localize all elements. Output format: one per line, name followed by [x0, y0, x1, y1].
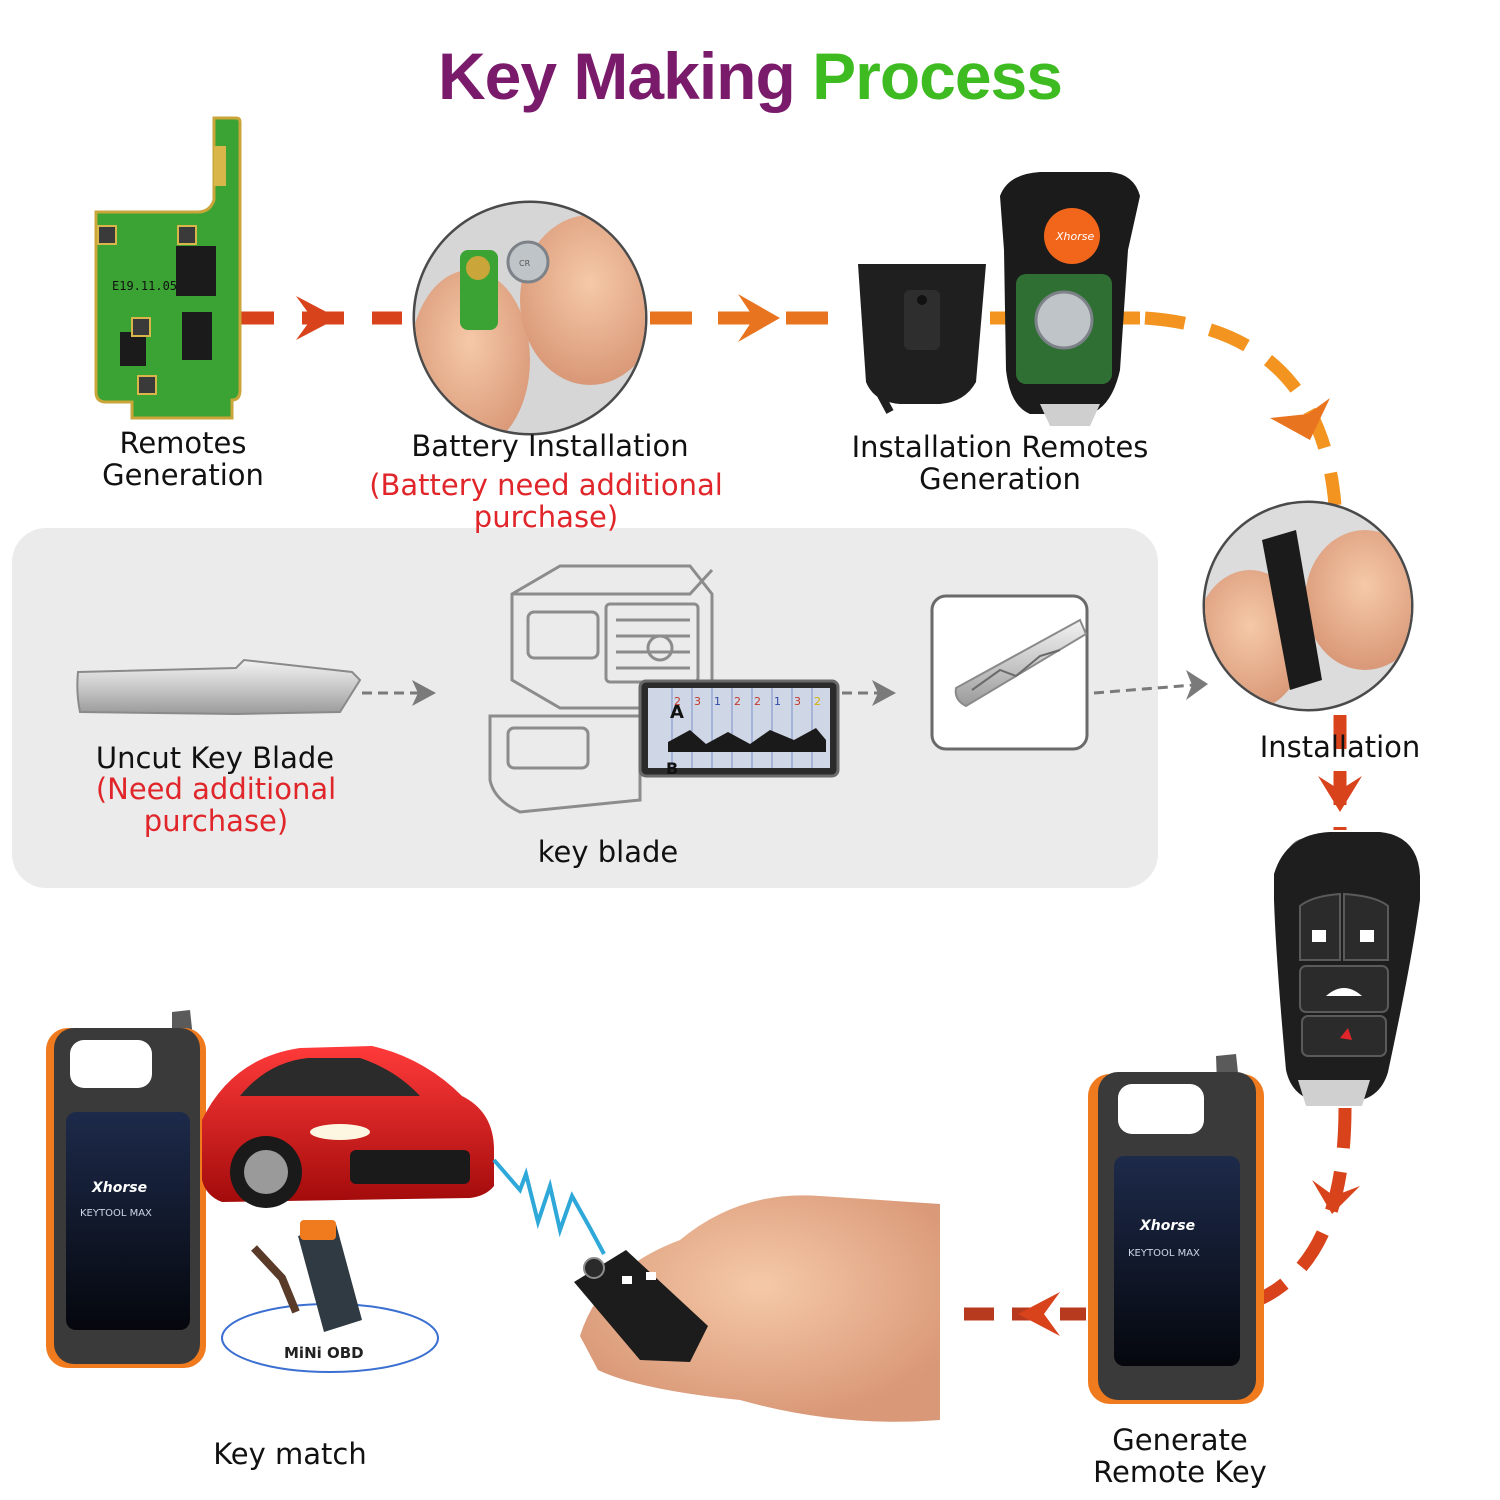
keytool-max-left-image: Xhorse KEYTOOL MAX: [46, 1010, 206, 1368]
title-part-2: Process: [812, 39, 1063, 113]
right-device-brand: Xhorse: [1139, 1218, 1195, 1234]
arrow-cut-to-installation: [1093, 670, 1208, 700]
obd-label-text: MiNi OBD: [284, 1344, 364, 1362]
depth-label: 2: [754, 695, 761, 708]
arrow-remote-to-keytool: [1255, 1107, 1360, 1306]
side-a-label: A: [670, 702, 684, 723]
label-uncut-blade: Uncut Key Blade: [95, 741, 335, 775]
depth-label: 1: [714, 695, 721, 708]
label-battery-note: (Battery need additional purchase): [369, 468, 723, 534]
red-car-image: [202, 1046, 494, 1208]
cut-key-blade-image: [930, 594, 1089, 751]
remote-shell-image: [858, 264, 986, 414]
label-installation-remotes: Installation Remotes Generation: [851, 430, 1149, 496]
label-generate-remote-key: Generate Remote Key: [1093, 1423, 1267, 1489]
depth-label: 2: [674, 695, 681, 708]
label-uncut-note: (Need additional purchase): [95, 772, 337, 838]
label-remotes-generation: Remotes Generation: [102, 426, 264, 492]
side-b-label: B: [666, 759, 678, 778]
arrow-machine-to-cut: [842, 680, 896, 706]
label-key-match: Key match: [213, 1437, 367, 1471]
installation-image: [1202, 500, 1414, 712]
keytool-max-right-image: Xhorse KEYTOOL MAX: [1088, 1054, 1264, 1404]
hand-with-remote-image: [574, 1195, 940, 1422]
label-installation: Installation: [1259, 730, 1421, 764]
depth-label: 2: [814, 695, 821, 708]
arrow-battery-to-shell: [650, 294, 848, 342]
finished-remote-image: [1274, 832, 1420, 1106]
remote-brand-text: Xhorse: [1055, 230, 1094, 243]
battery-installation-image: CR: [412, 200, 648, 436]
right-device-model: KEYTOOL MAX: [1128, 1248, 1200, 1259]
uncut-key-blade-image: [76, 658, 362, 716]
arrow-keytool-to-hand: [964, 1292, 1086, 1336]
open-remote-image: Xhorse: [1000, 172, 1140, 426]
arrow-blade-to-machine: [362, 680, 436, 706]
signal-wave-icon: [492, 1158, 606, 1255]
left-device-brand: Xhorse: [91, 1180, 147, 1196]
pcb-board-image: E19.11.05: [94, 116, 242, 420]
depth-label: 2: [734, 695, 741, 708]
key-cutting-machine-image: [488, 564, 714, 814]
pcb-code-text: E19.11.05: [112, 279, 177, 293]
label-battery-installation: Battery Installation: [411, 429, 689, 463]
arrow-installation-to-remote: [1318, 715, 1362, 830]
mini-obd-image: MiNi OBD: [221, 1220, 439, 1373]
depth-label: 3: [694, 695, 701, 708]
left-device-model: KEYTOOL MAX: [80, 1208, 152, 1219]
depth-label: 3: [794, 695, 801, 708]
depth-label: 1: [774, 695, 781, 708]
page-title: Key Making Process: [0, 38, 1500, 114]
label-key-blade: key blade: [537, 835, 679, 869]
battery-code-text: CR: [519, 259, 531, 268]
title-part-1: Key Making: [438, 39, 813, 113]
arrow-pcb-to-battery: [232, 296, 402, 340]
